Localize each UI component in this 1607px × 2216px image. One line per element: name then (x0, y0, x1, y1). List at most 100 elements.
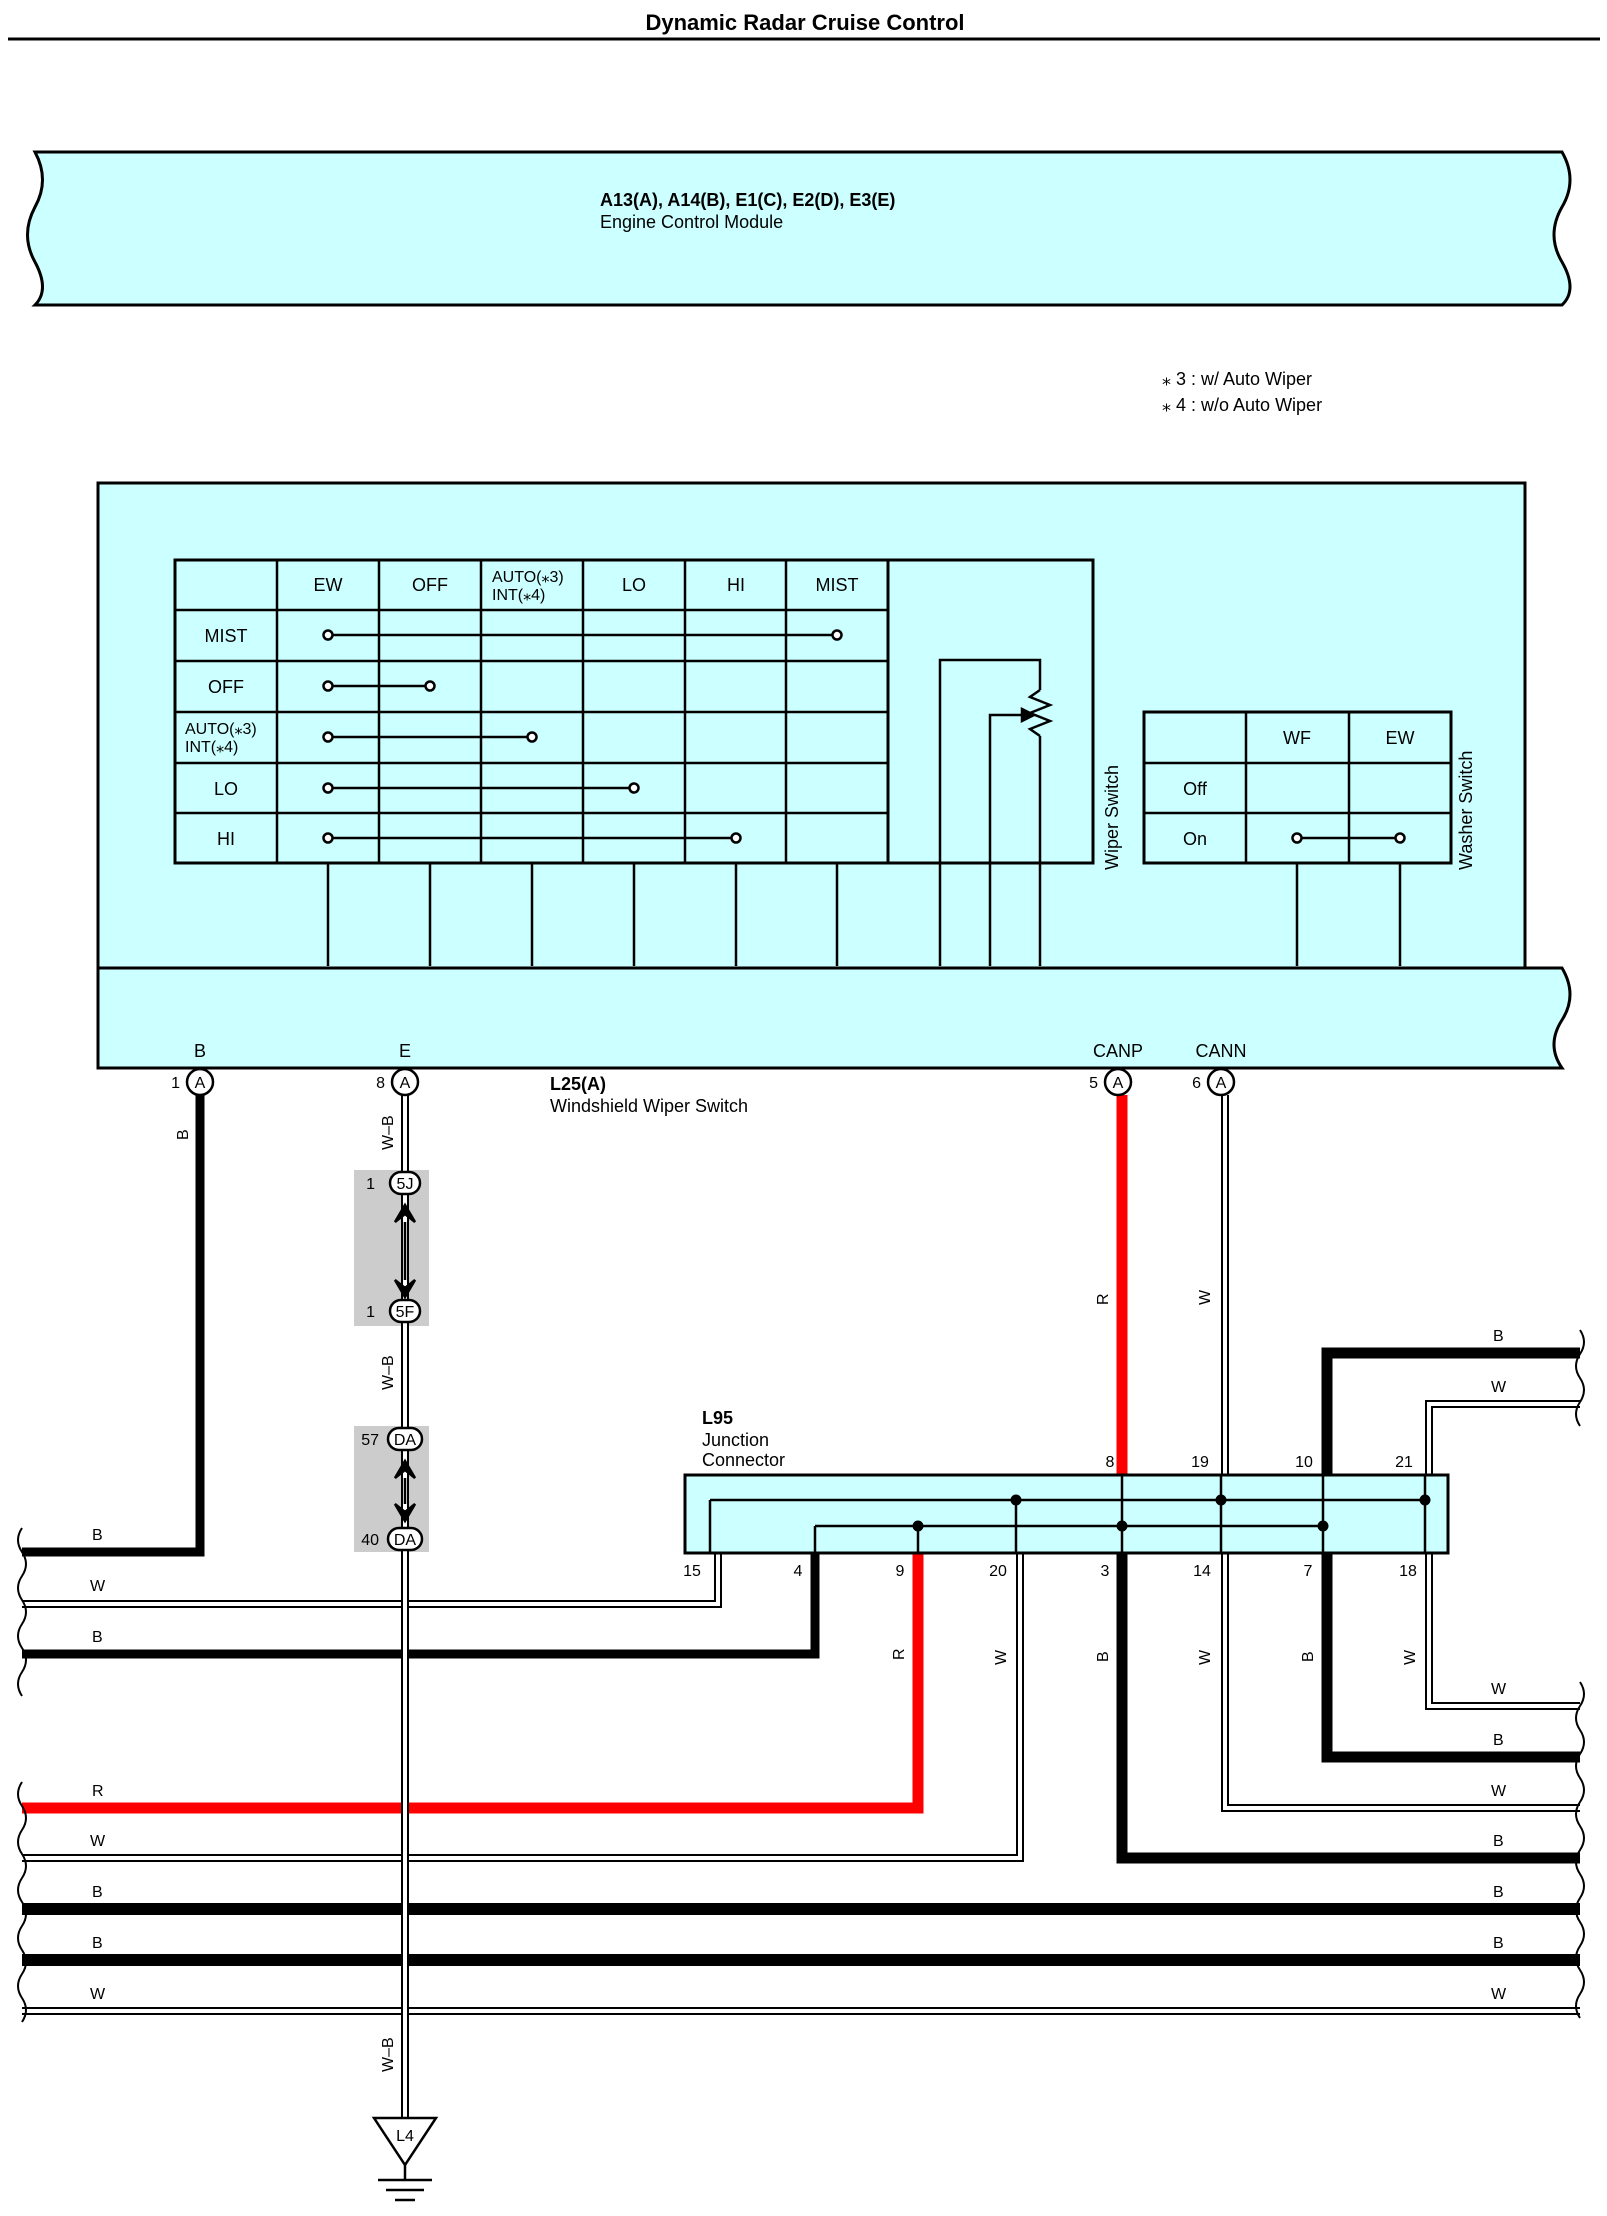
joint-da-57-pin: 57 (361, 1432, 379, 1449)
junction-connector-box (683, 1473, 1450, 1555)
junction-pin-18: 18 (1399, 1563, 1417, 1580)
svg-text:5J: 5J (397, 1176, 414, 1193)
junction-pin-19: 19 (1191, 1454, 1209, 1471)
wiper-row-lo: LO (214, 779, 238, 799)
switch-connector: L25(A) (550, 1074, 606, 1094)
wire-b-left-2 (22, 1553, 820, 1659)
label-right-w-2: W (1491, 1681, 1507, 1698)
label-wire-b-vertical: B (175, 1129, 192, 1140)
terminal-e-pin: 8 (376, 1075, 385, 1092)
label-wire-w-14: W (1197, 1649, 1214, 1665)
junction-pin-20: 20 (989, 1563, 1007, 1580)
label-right-b-2: B (1493, 1732, 1504, 1749)
joint-5f: 5F (388, 1298, 422, 1324)
label-right-b-4: B (1493, 1884, 1504, 1901)
wiper-leads (326, 863, 839, 966)
svg-text:A: A (400, 1075, 411, 1092)
wiper-connection-bars (322, 629, 843, 844)
junction-name-2: Connector (702, 1450, 785, 1470)
ground-id: L4 (396, 2128, 414, 2145)
wiper-col-mist: MIST (816, 575, 859, 595)
washer-col-ew: EW (1386, 728, 1415, 748)
washer-row-off: Off (1183, 779, 1208, 799)
junction-internal-wiring (708, 1475, 1427, 1553)
joint-arrows-da (393, 1458, 417, 1524)
terminal-e: A (390, 1067, 420, 1097)
label-wire-cann: W (1197, 1289, 1214, 1305)
label-wire-b-3: B (1095, 1651, 1112, 1662)
label-right-b-3: B (1493, 1833, 1504, 1850)
wiper-col-lo: LO (622, 575, 646, 595)
potentiometer-icon (938, 658, 1054, 966)
label-wire-wb-1: W–B (380, 1115, 397, 1150)
switch-name: Windshield Wiper Switch (550, 1096, 748, 1116)
joint-da-40: DA (386, 1526, 424, 1552)
label-wire-w-18: W (1402, 1649, 1419, 1665)
junction-pin-3: 3 (1101, 1563, 1110, 1580)
svg-text:DA: DA (394, 1432, 417, 1449)
joint-arrows-5j-5f (393, 1202, 417, 1300)
washer-col-wf: WF (1283, 728, 1311, 748)
junction-pin-4: 4 (794, 1563, 803, 1580)
wiper-row-int: INT(⁎4) (185, 739, 238, 756)
label-left-b-4: B (92, 1935, 103, 1952)
wiper-col-int: INT(⁎4) (492, 587, 545, 604)
break-marks-left (17, 1527, 27, 2023)
joint-box-5j-5f (354, 1170, 429, 1326)
terminal-e-label: E (399, 1041, 411, 1061)
wiper-switch-bottom-bar (96, 966, 1572, 1070)
junction-dots (912, 1494, 1431, 1532)
washer-row-on: On (1183, 829, 1207, 849)
wiper-col-auto: AUTO(⁎3) (492, 569, 564, 586)
label-left-b-3: B (92, 1884, 103, 1901)
label-left-w-2: W (90, 1833, 106, 1850)
terminal-cann: A (1206, 1067, 1236, 1097)
washer-table (1142, 710, 1453, 865)
terminal-b-pin: 1 (171, 1075, 180, 1092)
joint-5j: 5J (388, 1170, 422, 1196)
wire-w-right-top (1425, 1400, 1580, 1475)
wire-b-right-top (1321, 1347, 1580, 1475)
wiper-row-auto: AUTO(⁎3) (185, 721, 257, 738)
wiper-row-mist: MIST (205, 626, 248, 646)
junction-pin-15: 15 (683, 1563, 701, 1580)
junction-name-1: Junction (702, 1430, 769, 1450)
svg-text:5F: 5F (396, 1304, 415, 1321)
diagram-title: Dynamic Radar Cruise Control (645, 10, 964, 35)
junction-pin-21: 21 (1395, 1454, 1413, 1471)
label-wire-w-20: W (993, 1649, 1010, 1665)
junction-pin-10: 10 (1295, 1454, 1313, 1471)
wire-b-right-3 (1116, 1553, 1580, 1864)
note-auto-wiper: ⁎ 3 : w/ Auto Wiper (1162, 369, 1312, 389)
label-right-w-1: W (1491, 1379, 1507, 1396)
label-left-r: R (92, 1783, 104, 1800)
label-right-w-3: W (1491, 1783, 1507, 1800)
wiper-col-hi: HI (727, 575, 745, 595)
svg-text:A: A (195, 1075, 206, 1092)
washer-switch-label: Washer Switch (1456, 751, 1476, 870)
wiper-col-off: OFF (412, 575, 448, 595)
wire-w-left-1 (22, 1553, 722, 1608)
label-wire-wb-3: W–B (380, 2037, 397, 2072)
label-left-b-2: B (92, 1629, 103, 1646)
ecm-name: Engine Control Module (600, 212, 783, 232)
junction-pin-14: 14 (1193, 1563, 1211, 1580)
svg-text:A: A (1216, 1075, 1227, 1092)
label-left-w-1: W (90, 1578, 106, 1595)
wire-w-right-14 (1221, 1553, 1580, 1812)
terminal-b: A (185, 1067, 215, 1097)
wiper-row-off: OFF (208, 677, 244, 697)
wire-r-left (22, 1553, 924, 1814)
wiper-col-ew: EW (314, 575, 343, 595)
terminal-cann-label: CANN (1195, 1041, 1246, 1061)
label-right-b-1: B (1493, 1328, 1504, 1345)
label-wire-r-9: R (891, 1648, 908, 1660)
label-left-w-3: W (90, 1986, 106, 2003)
junction-pin-9: 9 (896, 1563, 905, 1580)
wire-b-right-7 (1321, 1553, 1580, 1763)
break-marks-right (1575, 1329, 1585, 2019)
terminal-canp-label: CANP (1093, 1041, 1143, 1061)
ecm-connectors: A13(A), A14(B), E1(C), E2(D), E3(E) (600, 190, 895, 210)
note-no-auto-wiper: ⁎ 4 : w/o Auto Wiper (1162, 395, 1322, 415)
